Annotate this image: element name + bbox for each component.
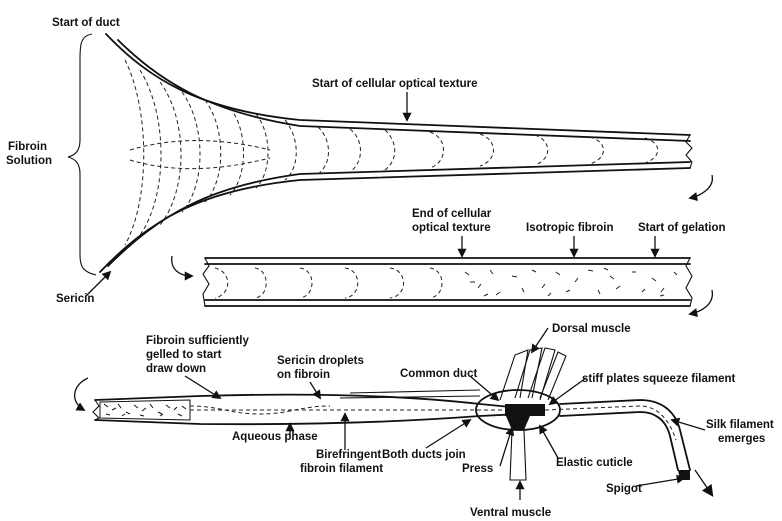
label-both-ducts-join: Both ducts join bbox=[382, 449, 466, 461]
label-press: Press bbox=[462, 463, 493, 475]
label-aqueous-phase: Aqueous phase bbox=[232, 431, 318, 443]
label-end-cellular-1: End of cellular bbox=[412, 208, 492, 220]
label-fibroin-gelled-3: draw down bbox=[146, 363, 206, 375]
ventral-muscle-shape bbox=[510, 430, 526, 480]
label-dorsal-muscle: Dorsal muscle bbox=[552, 323, 631, 335]
funnel-duct bbox=[68, 34, 692, 275]
label-fibroin-solution-1: Fibroin bbox=[8, 141, 47, 153]
label-silk-filament-2: emerges bbox=[718, 433, 765, 445]
label-start-of-duct: Start of duct bbox=[52, 17, 120, 29]
press-shape bbox=[506, 416, 530, 430]
label-sericin-droplets-2: on fibroin bbox=[277, 369, 330, 381]
label-silk-filament-1: Silk filament bbox=[706, 419, 774, 431]
label-fibroin-gelled-2: gelled to start bbox=[146, 349, 222, 361]
label-isotropic-fibroin: Isotropic fibroin bbox=[526, 222, 614, 234]
transition-arrow-1 bbox=[690, 175, 712, 198]
label-sericin-droplets-1: Sericin droplets bbox=[277, 355, 364, 367]
labels: Start of duct Fibroin Solution Sericin S… bbox=[6, 17, 774, 519]
label-spigot: Spigot bbox=[606, 483, 642, 495]
label-start-cellular-texture: Start of cellular optical texture bbox=[312, 78, 478, 90]
fibroin-solution-brace bbox=[68, 34, 96, 275]
label-fibroin-gelled-1: Fibroin sufficiently bbox=[146, 335, 249, 347]
leader-arrows bbox=[86, 92, 712, 500]
label-ventral-muscle: Ventral muscle bbox=[470, 507, 551, 519]
label-elastic-cuticle: Elastic cuticle bbox=[556, 457, 633, 469]
gelation-duct bbox=[203, 258, 692, 306]
label-common-duct: Common duct bbox=[400, 368, 477, 380]
dorsal-muscle-shape bbox=[500, 348, 566, 400]
duct-top-wall-inner bbox=[118, 40, 690, 141]
label-fibroin-solution-2: Solution bbox=[6, 155, 52, 167]
isotropic-speckles bbox=[465, 268, 677, 296]
transition-arrow-2 bbox=[172, 256, 192, 276]
duct-bottom-wall-outer bbox=[100, 168, 690, 272]
transition-arrow-4 bbox=[75, 378, 88, 410]
transition-arrow-3 bbox=[690, 290, 712, 314]
label-end-cellular-2: optical texture bbox=[412, 222, 491, 234]
label-sericin: Sericin bbox=[56, 293, 94, 305]
stiff-plates bbox=[505, 404, 545, 416]
label-birefringent-2: fibroin filament bbox=[300, 463, 383, 475]
label-stiff-plates: stiff plates squeeze filament bbox=[582, 373, 736, 385]
label-birefringent-1: Birefringent bbox=[316, 449, 381, 461]
label-start-of-gelation: Start of gelation bbox=[638, 222, 726, 234]
